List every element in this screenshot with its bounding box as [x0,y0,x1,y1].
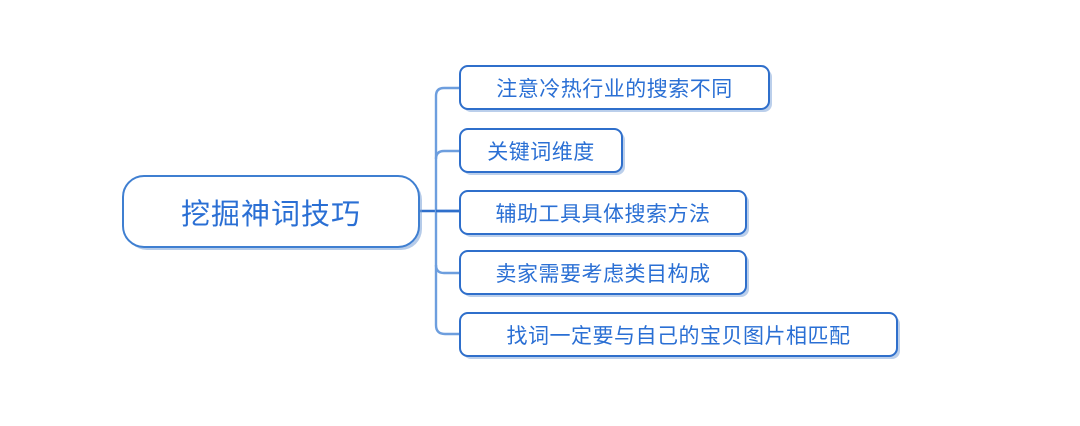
connector-branch-3 [434,264,459,275]
branch-node-2-label: 关键词维度 [487,140,595,164]
branch-node-3[interactable]: 辅助工具具体搜索方法 [459,190,747,235]
branch-node-5[interactable]: 找词一定要与自己的宝贝图片相匹配 [459,312,898,357]
branch-node-1-label: 注意冷热行业的搜索不同 [496,77,733,101]
connector-branch-4 [434,324,459,336]
branch-node-5-label: 找词一定要与自己的宝贝图片相匹配 [506,324,851,348]
branch-node-4-label: 卖家需要考虑类目构成 [495,262,711,286]
branch-node-4[interactable]: 卖家需要考虑类目构成 [459,250,747,295]
connector-branch-1 [434,149,459,160]
root-node[interactable]: 挖掘神词技巧 [122,175,420,248]
branch-node-3-label: 辅助工具具体搜索方法 [495,202,711,226]
branch-node-1[interactable]: 注意冷热行业的搜索不同 [459,65,770,110]
connector-branch-0 [434,86,459,97]
root-node-label: 挖掘神词技巧 [180,198,361,231]
branch-node-2[interactable]: 关键词维度 [459,128,623,173]
